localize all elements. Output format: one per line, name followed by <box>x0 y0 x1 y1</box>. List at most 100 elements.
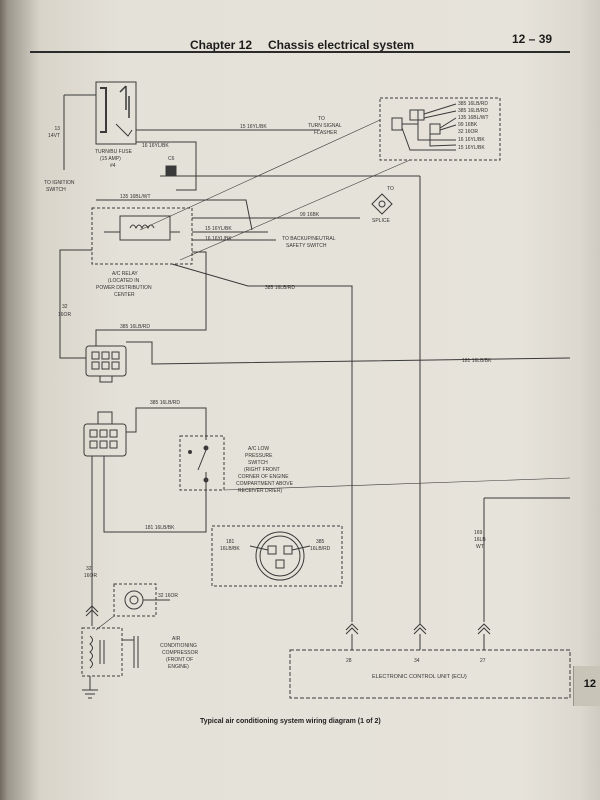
compressor-label-5: ENGINE) <box>168 664 189 670</box>
ignition-feed-wire <box>63 94 96 170</box>
switch-connector-detail <box>211 525 343 587</box>
ecu-label: ELECTRONIC CONTROL UNIT (ECU) <box>372 674 467 680</box>
relay-label-4: CENTER <box>114 292 135 298</box>
compressor-label: AIR <box>172 636 181 642</box>
relay-label: A/C RELAY <box>112 271 138 277</box>
ground-icon <box>82 676 98 699</box>
turn-bu-fuse <box>95 81 137 145</box>
ecu-pin-27-arrow <box>477 623 491 635</box>
wire-14vt-number: 13 <box>54 126 60 132</box>
to-ignition-label: TO IGNITION <box>44 180 75 186</box>
detail-385-label: 16LB/RD <box>310 546 331 552</box>
wire-135-label: 135 16BL/WT <box>120 194 151 200</box>
inset-leader-lines <box>139 119 411 261</box>
detail-181-label: 16LB/BK <box>220 546 240 552</box>
inset-wire-2: 385 16LB/RD <box>458 108 488 114</box>
wire-135 <box>96 199 253 231</box>
backup-wire-1-label: 15 16YL/BK <box>205 226 232 232</box>
wire-385-left <box>95 251 207 346</box>
wire-385-to-ecu <box>171 263 353 622</box>
relay-label-3: POWER DISTRIBUTION <box>96 285 152 291</box>
ecu-pin-28-arrow <box>345 623 359 635</box>
relay-label-2: (LOCATED IN <box>108 278 140 284</box>
connector-upper-icon <box>85 345 127 383</box>
compressor-label-3: COMPRESSOR <box>162 650 199 656</box>
wire-32-number: 32 <box>62 304 68 310</box>
to-flasher-label-3: FLASHER <box>314 130 337 136</box>
wire-32-lower-label: 16OR <box>84 573 97 579</box>
switch-label-5: CORNER OF ENGINE <box>238 474 289 480</box>
wire-169-number: 169 <box>474 530 483 536</box>
compressor-label-4: (FRONT OF <box>166 657 193 663</box>
wire-99-label: 99 16BK <box>300 212 320 218</box>
wire-181-right-label: 181 16LB/BK <box>462 358 492 364</box>
ecu-box <box>289 649 571 699</box>
chapter-title: Chassis electrical system <box>268 38 415 52</box>
flasher-wire-label: 15 16YL/BK <box>240 124 267 130</box>
chapter-number: Chapter 12 <box>190 38 253 52</box>
fuse-rating: (15 AMP) <box>100 156 121 162</box>
inset-wire-6: 16 16YL/BK <box>458 137 485 143</box>
inset-wire-5: 32 16OR <box>458 129 478 135</box>
compressor-clutch <box>81 627 139 677</box>
wire-169-label-2: WT <box>476 544 484 550</box>
switch-label-2: PRESSURE <box>245 453 273 459</box>
to-backup-label-2: SAFETY SWITCH <box>286 243 327 249</box>
switch-label-7: RECEIVER DRIER) <box>238 488 283 494</box>
wire-385-mid-label: 385 16LB/RD <box>265 285 295 291</box>
switch-label-4: (RIGHT FRONT <box>244 467 280 473</box>
wire-181-right <box>126 341 571 365</box>
wire-385-connector-label: 385 16LB/RD <box>150 400 180 406</box>
chapter-tab-label: 12 <box>583 678 596 690</box>
backup-wires <box>192 231 276 241</box>
connector-c6-icon <box>165 165 177 177</box>
to-backup-label: TO BACKUP/NEUTRAL <box>282 236 336 242</box>
wire-385-left-label: 385 16LB/RD <box>120 324 150 330</box>
page-number: 12 – 39 <box>512 32 553 46</box>
to-ignition-label-2: SWITCH <box>46 187 66 193</box>
wire-181-bottom <box>103 456 207 533</box>
compressor-wire-label: 32 16OR <box>158 593 178 599</box>
compressor-connector-detail <box>113 583 170 617</box>
inset-wire-1: 385 16LB/RD <box>458 101 488 107</box>
connector-lower-icon <box>83 411 127 457</box>
connector-arrow-icon <box>85 605 99 617</box>
inset-wire-3: 135 16BL/WT <box>458 115 489 121</box>
wire-32-lower-number: 32 <box>86 566 92 572</box>
ecu-pin-leads <box>351 634 485 650</box>
figure-caption: Typical air conditioning system wiring d… <box>200 718 381 725</box>
to-flasher-label: TO <box>318 116 325 122</box>
compressor-label-2: CONDITIONING <box>160 643 197 649</box>
wire-169-label: 16LB <box>474 537 486 543</box>
switch-label: A/C LOW <box>248 446 269 452</box>
chapter-tab <box>573 666 600 706</box>
ecu-pin-27: 27 <box>480 658 486 664</box>
inset-wire-7: 15 16YL/BK <box>458 145 485 151</box>
wire-385-connector <box>126 407 207 440</box>
wire-32-upper <box>59 249 92 359</box>
wire-169 <box>483 497 570 622</box>
pressure-switch <box>179 435 225 491</box>
inset-connector-view <box>379 97 501 161</box>
ecu-pin-28: 28 <box>346 658 352 664</box>
relay-coil-icon <box>104 215 180 241</box>
detail-181-number: 181 <box>226 539 235 545</box>
wire-181-bottom-label: 181 16LB/BK <box>145 525 175 531</box>
switch-leader-line <box>223 477 571 491</box>
fuse-wire-label: 16 16YL/BK <box>142 143 169 149</box>
to-flasher-label-2: TURN SIGNAL <box>308 123 342 129</box>
fuse-label: TURN/BU FUSE <box>95 149 133 155</box>
inset-wire-4: 99 16BK <box>458 122 478 128</box>
ac-relay <box>91 207 193 265</box>
splice-label: SPLICE <box>372 218 390 224</box>
wire-14vt-label: 14VT <box>48 133 60 139</box>
ecu-pin-34-arrow <box>413 623 427 635</box>
fuse-output-wire <box>136 141 197 191</box>
connector-c6-label: C6 <box>168 156 175 162</box>
header-rule <box>30 51 570 53</box>
fuse-number: #4 <box>110 163 116 169</box>
wire-32-label: 16OR <box>58 312 71 318</box>
switch-label-6: COMPARTMENT ABOVE <box>236 481 294 487</box>
